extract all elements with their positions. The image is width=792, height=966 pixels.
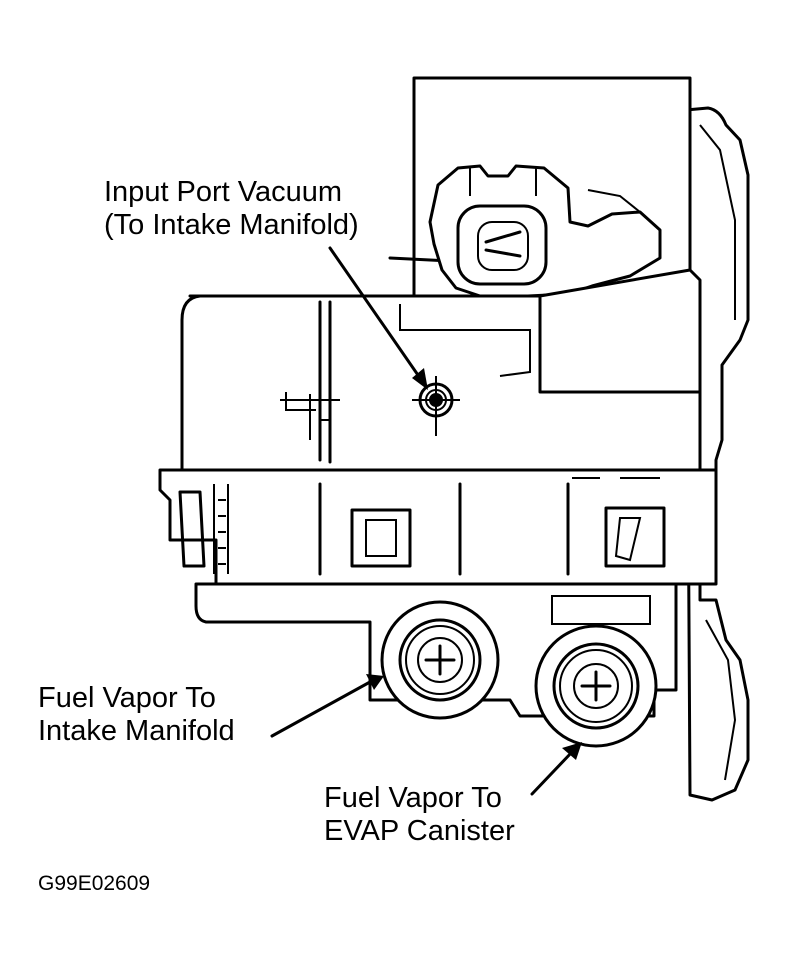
input-port-fitting — [412, 376, 460, 436]
input-port-label-line2: (To Intake Manifold) — [104, 209, 359, 241]
fuel-evap-label: Fuel Vapor To EVAP Canister — [324, 782, 515, 848]
valve-body — [180, 268, 702, 472]
evap-canister-port — [534, 624, 658, 748]
fuel-evap-label-line1: Fuel Vapor To — [324, 782, 502, 814]
intake-manifold-port — [380, 600, 500, 720]
fuel-intake-label: Fuel Vapor To Intake Manifold — [38, 682, 235, 748]
figure-code: G99E02609 — [38, 872, 151, 895]
fuel-intake-label-line1: Fuel Vapor To — [38, 682, 216, 714]
input-port-label-line1: Input Port Vacuum — [104, 176, 343, 208]
connector-housing — [388, 76, 692, 342]
fuel-evap-label-line2: EVAP Canister — [324, 815, 515, 847]
fuel-intake-label-line2: Intake Manifold — [38, 715, 235, 747]
leader-arrows — [270, 246, 582, 796]
lower-rail — [158, 468, 718, 586]
input-port-label: Input Port Vacuum (To Intake Manifold) — [104, 176, 359, 242]
